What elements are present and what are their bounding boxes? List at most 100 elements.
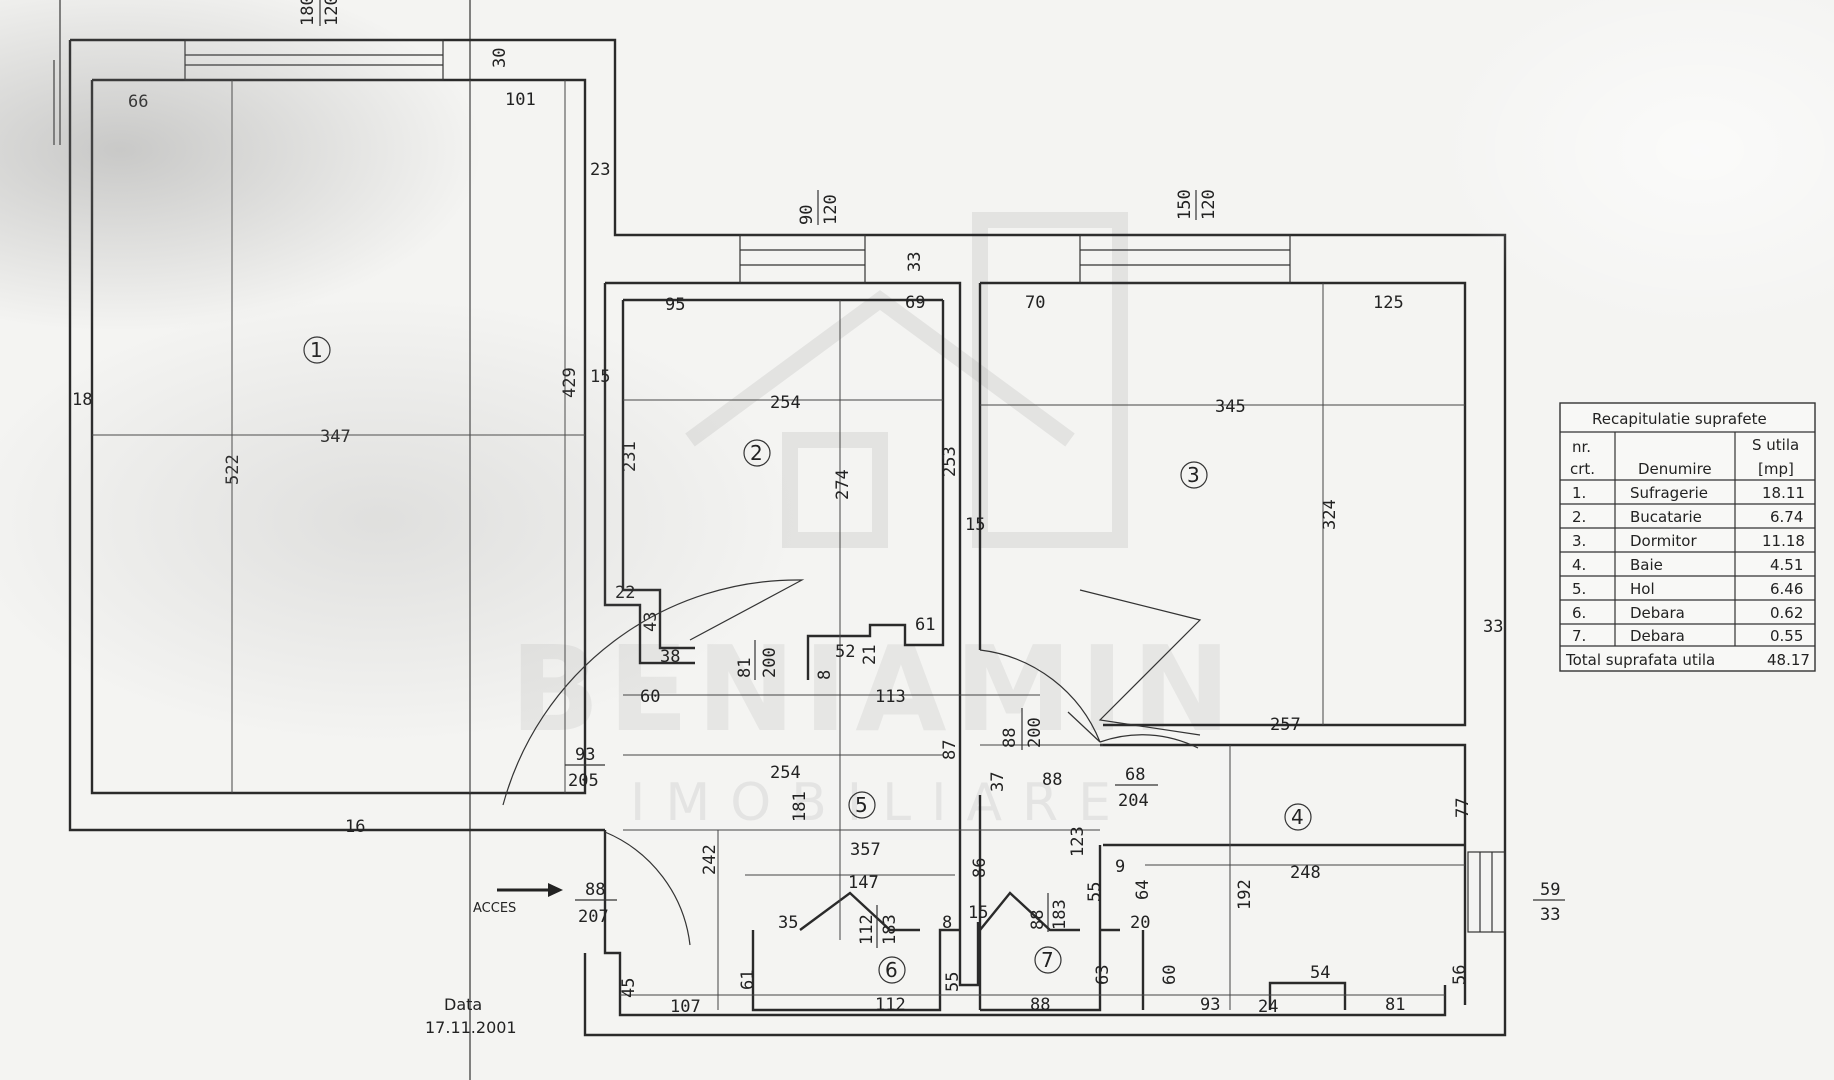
- dim-23: 23: [590, 160, 610, 180]
- dim-87: 87: [940, 740, 960, 760]
- dim-254b: 254: [770, 763, 801, 783]
- dim-52: 52: [835, 642, 855, 662]
- dim-38: 38: [660, 647, 680, 667]
- header-nr-top: nr.: [1572, 438, 1591, 456]
- window-1-width: 180: [298, 0, 318, 26]
- dim-61a: 61: [915, 615, 935, 635]
- dim-253: 253: [940, 446, 960, 477]
- room-number-4: 4: [1291, 805, 1304, 829]
- dim-88b: 88: [1030, 995, 1050, 1015]
- dim-125: 125: [1373, 293, 1404, 313]
- door-3-height: 200: [1025, 717, 1045, 748]
- row-area: 0.55: [1770, 627, 1803, 645]
- access-label: ACCES: [473, 901, 516, 916]
- dim-55b: 55: [943, 972, 963, 992]
- door-7-width: 88: [1028, 910, 1048, 930]
- dim-8b: 8: [942, 913, 952, 933]
- dim-324: 324: [1320, 499, 1340, 530]
- door-5-width: 88: [585, 880, 605, 900]
- dim-112: 112: [875, 995, 906, 1015]
- dim-60b: 60: [1160, 965, 1180, 985]
- dim-45: 45: [619, 978, 639, 998]
- row-nr: 7.: [1572, 627, 1586, 645]
- window-2-width: 90: [797, 205, 817, 225]
- dim-35: 35: [778, 913, 798, 933]
- window-2-height: 120: [821, 194, 841, 225]
- dimension-lines: [92, 80, 1465, 1010]
- date-label: Data: [444, 995, 482, 1014]
- window-3-height: 120: [1199, 189, 1219, 220]
- row-area: 4.51: [1770, 556, 1803, 574]
- row-name: Sufragerie: [1630, 484, 1708, 502]
- room-number-1: 1: [310, 338, 323, 362]
- dim-357: 357: [850, 840, 881, 860]
- dim-345: 345: [1215, 397, 1246, 417]
- dim-77: 77: [1453, 798, 1473, 818]
- dim-254a: 254: [770, 393, 801, 413]
- dim-21: 21: [860, 645, 880, 665]
- dim-64: 64: [1133, 880, 1153, 900]
- window-4-width: 59: [1540, 880, 1560, 900]
- dim-54: 54: [1310, 963, 1330, 983]
- total-label: Total suprafata utila: [1565, 651, 1715, 669]
- window-4-height: 33: [1540, 905, 1560, 925]
- row-nr: 1.: [1572, 484, 1586, 502]
- dim-88a: 88: [1042, 770, 1062, 790]
- dim-347: 347: [320, 427, 351, 447]
- dim-274: 274: [833, 469, 853, 500]
- drawing-date: Data 17.11.2001: [425, 995, 517, 1037]
- dim-192: 192: [1235, 879, 1255, 910]
- row-nr: 3.: [1572, 532, 1586, 550]
- dim-181: 181: [790, 791, 810, 822]
- door-2-width: 81: [735, 658, 755, 678]
- row-area: 11.18: [1762, 532, 1805, 550]
- dim-37: 37: [988, 772, 1008, 792]
- dim-15b: 15: [965, 515, 985, 535]
- dim-24: 24: [1258, 997, 1278, 1017]
- row-nr: 4.: [1572, 556, 1586, 574]
- dim-8a: 8: [815, 670, 835, 680]
- total-value: 48.17: [1767, 651, 1810, 669]
- row-name: Hol: [1630, 580, 1655, 598]
- row-area: 0.62: [1770, 604, 1803, 622]
- row-area: 6.74: [1770, 508, 1803, 526]
- door-1-height: 205: [568, 771, 599, 791]
- dim-95: 95: [665, 295, 685, 315]
- header-denumire: Denumire: [1638, 460, 1712, 478]
- dim-113: 113: [875, 687, 906, 707]
- row-name: Dormitor: [1630, 532, 1697, 550]
- dim-22: 22: [615, 583, 635, 603]
- watermark: BENIAMIN IMOBILIARE: [510, 212, 1231, 833]
- window-1-height: 120: [322, 0, 342, 26]
- dim-16a: 16: [345, 817, 365, 837]
- door-6-height: 183: [880, 914, 900, 945]
- date-value: 17.11.2001: [425, 1018, 517, 1037]
- window-3-width: 150: [1175, 189, 1195, 220]
- access-marker: ACCES: [473, 883, 563, 916]
- row-name: Baie: [1630, 556, 1663, 574]
- door-6-width: 112: [857, 914, 877, 945]
- row-name: Debara: [1630, 627, 1685, 645]
- door-3-width: 88: [1000, 728, 1020, 748]
- dim-61b: 61: [738, 970, 758, 990]
- dim-15c: 15: [968, 903, 988, 923]
- dim-81: 81: [1385, 995, 1405, 1015]
- dim-70: 70: [1025, 293, 1045, 313]
- dim-242: 242: [700, 844, 720, 875]
- room-number-2: 2: [750, 441, 763, 465]
- dim-30: 30: [490, 48, 510, 68]
- row-area: 18.11: [1762, 484, 1805, 502]
- dim-147: 147: [848, 873, 879, 893]
- dim-231: 231: [620, 441, 640, 472]
- dim-63: 63: [1093, 965, 1113, 985]
- dim-60a: 60: [640, 687, 660, 707]
- row-name: Bucatarie: [1630, 508, 1702, 526]
- header-area-top: S utila: [1752, 436, 1799, 454]
- door-7-height: 183: [1050, 899, 1070, 930]
- row-nr: 6.: [1572, 604, 1586, 622]
- dim-20: 20: [1130, 913, 1150, 933]
- dim-69: 69: [905, 293, 925, 313]
- room-number-5: 5: [855, 793, 868, 817]
- dim-18: 18: [72, 390, 92, 410]
